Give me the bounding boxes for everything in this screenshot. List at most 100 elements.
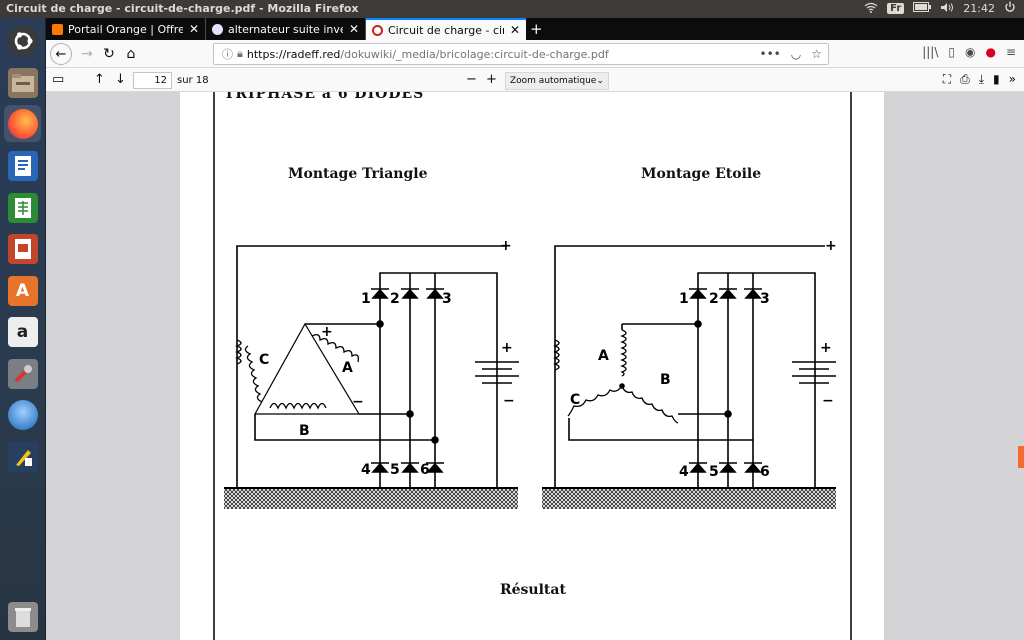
caption-montage-triangle: Montage Triangle	[288, 166, 428, 182]
etoile-diode-3: 3	[760, 291, 770, 307]
triangle-output-plus: +	[500, 238, 512, 254]
print-icon[interactable]: ⎙	[960, 72, 970, 86]
etoile-phase-b: B	[660, 372, 671, 388]
libreoffice-writer-icon	[7, 150, 38, 181]
new-tab-icon[interactable]: +	[530, 20, 543, 38]
presentation-mode-icon[interactable]: ⛶	[942, 72, 952, 86]
clock[interactable]: 21:42	[963, 2, 995, 15]
scrollbar-marker[interactable]	[1018, 446, 1024, 468]
save-icon[interactable]: ⤓	[978, 72, 985, 86]
etoile-diode-4: 4	[679, 464, 689, 480]
toggle-sidebar-icon[interactable]: ▭	[52, 72, 65, 87]
document-heading: TRIPHASE a 6 DIODES	[224, 92, 425, 102]
triangle-diode-5: 5	[390, 462, 400, 478]
ubuntu-logo-icon	[7, 25, 38, 56]
unity-launcher: A a	[0, 18, 46, 640]
etoile-phase-c: C	[570, 392, 580, 408]
pdf-toolbar: ▭ ↑ ↓ 12 sur 18 − + Zoom automatique ⌄ ⛶…	[46, 69, 1024, 92]
close-tab-icon[interactable]: ✕	[348, 22, 359, 36]
library-icon[interactable]: |||\	[922, 45, 939, 59]
launcher-settings-button[interactable]	[4, 355, 41, 392]
caption-montage-etoile: Montage Etoile	[641, 166, 762, 182]
wifi-icon[interactable]	[864, 2, 878, 16]
circuit-diagrams: + 1 2 3 4 5 6 + − A B C + −	[213, 92, 852, 640]
forum-icon	[212, 23, 223, 35]
launcher-thunderbird-button[interactable]	[4, 396, 41, 433]
chevron-down-icon: ⌄	[596, 76, 604, 86]
system-tray: Fr 21:42	[864, 1, 1016, 16]
firefox-icon	[7, 108, 38, 139]
software-center-icon: A	[7, 275, 38, 306]
launcher-calc-button[interactable]	[4, 189, 41, 226]
home-icon[interactable]: ⌂	[126, 46, 136, 62]
libreoffice-impress-icon	[7, 233, 38, 264]
battery-icon[interactable]	[913, 2, 932, 15]
triangle-winding-plus: +	[321, 324, 333, 340]
forward-arrow-icon[interactable]: →	[81, 46, 93, 62]
tools-icon[interactable]: »	[1008, 72, 1016, 86]
launcher-amazon-button[interactable]: a	[4, 313, 41, 350]
amazon-icon: a	[7, 316, 38, 347]
close-tab-icon[interactable]: ✕	[188, 22, 199, 36]
url-path: /dokuwiki/_media/bricolage:circuit-de-ch…	[340, 47, 609, 61]
adblock-icon[interactable]: ●	[985, 45, 996, 59]
launcher-trash-button[interactable]	[4, 598, 41, 635]
tab-circuit-de-charge[interactable]: Circuit de charge - circu ✕	[366, 18, 526, 40]
etoile-output-plus: +	[825, 238, 837, 254]
launcher-draw-button[interactable]	[4, 438, 41, 475]
page-count-label: sur 18	[177, 75, 209, 86]
volume-icon[interactable]	[940, 2, 954, 16]
tab-strip: Portail Orange | Offres I ✕ alternateur …	[46, 18, 1024, 40]
etoile-circuit	[542, 245, 836, 509]
page-number-input[interactable]: 12	[133, 72, 172, 89]
pocket-icon[interactable]: ◡	[790, 47, 802, 61]
pdf-icon	[372, 24, 383, 36]
url-actions: ••• ◡ ☆	[760, 47, 822, 61]
launcher-firefox-button[interactable]	[4, 105, 41, 142]
triangle-phase-b: B	[299, 423, 310, 439]
triangle-battery-minus: −	[503, 393, 515, 409]
launcher-software-button[interactable]: A	[4, 272, 41, 309]
toolbar-right: |||\ ▯ ◉ ● ≡	[922, 45, 1016, 59]
pdf-toolbar-right: ⛶ ⎙ ⤓ ▮ »	[943, 72, 1016, 87]
pdf-viewer[interactable]: TRIPHASE a 6 DIODES Montage Triangle Mon…	[46, 92, 1024, 640]
launcher-dash-button[interactable]	[4, 22, 41, 59]
reload-icon[interactable]: ↻	[103, 46, 115, 62]
triangle-diode-4: 4	[361, 462, 371, 478]
triangle-phase-c: C	[259, 352, 269, 368]
tab-portail-orange[interactable]: Portail Orange | Offres I ✕	[46, 18, 206, 40]
bookmark-star-icon[interactable]: ☆	[811, 47, 822, 61]
zoom-in-icon[interactable]: +	[486, 72, 497, 87]
zoom-out-icon[interactable]: −	[466, 72, 477, 87]
previous-page-icon[interactable]: ↑	[94, 72, 105, 87]
etoile-phase-a: A	[598, 348, 609, 364]
caption-resultat: Résultat	[500, 582, 566, 598]
close-tab-icon[interactable]: ✕	[509, 23, 520, 37]
account-icon[interactable]: ◉	[964, 45, 976, 59]
url-bar[interactable]: ⓘ 🔒︎ https://radeff.red /dokuwiki/_media…	[213, 43, 829, 65]
back-arrow-icon[interactable]: ←	[50, 43, 72, 65]
triangle-diode-2: 2	[390, 291, 400, 307]
info-icon[interactable]: ⓘ	[222, 48, 233, 61]
sidebar-icon[interactable]: ▯	[948, 45, 955, 59]
next-page-icon[interactable]: ↓	[115, 72, 126, 87]
url-host: https://radeff.red	[246, 47, 341, 61]
launcher-impress-button[interactable]	[4, 230, 41, 267]
tab-alternateur[interactable]: alternateur suite inversi ✕	[206, 18, 366, 40]
lock-icon: 🔒︎	[237, 47, 243, 60]
power-icon[interactable]	[1004, 1, 1016, 16]
page-actions-icon[interactable]: •••	[759, 47, 781, 61]
launcher-files-button[interactable]	[4, 64, 41, 101]
menu-icon[interactable]: ≡	[1005, 45, 1016, 59]
drawing-app-icon	[7, 441, 38, 472]
zoom-select[interactable]: Zoom automatique ⌄	[505, 72, 609, 90]
triangle-circuit	[224, 245, 519, 509]
keyboard-layout-indicator[interactable]: Fr	[887, 3, 905, 14]
launcher-writer-button[interactable]	[4, 147, 41, 184]
etoile-battery-minus: −	[822, 393, 834, 409]
etoile-battery-plus: +	[820, 340, 832, 356]
bookmark-icon[interactable]: ▮	[993, 72, 1000, 86]
triangle-winding-minus: −	[352, 394, 364, 410]
window-title: Circuit de charge - circuit-de-charge.pd…	[6, 2, 359, 15]
triangle-diode-6: 6	[420, 462, 430, 478]
